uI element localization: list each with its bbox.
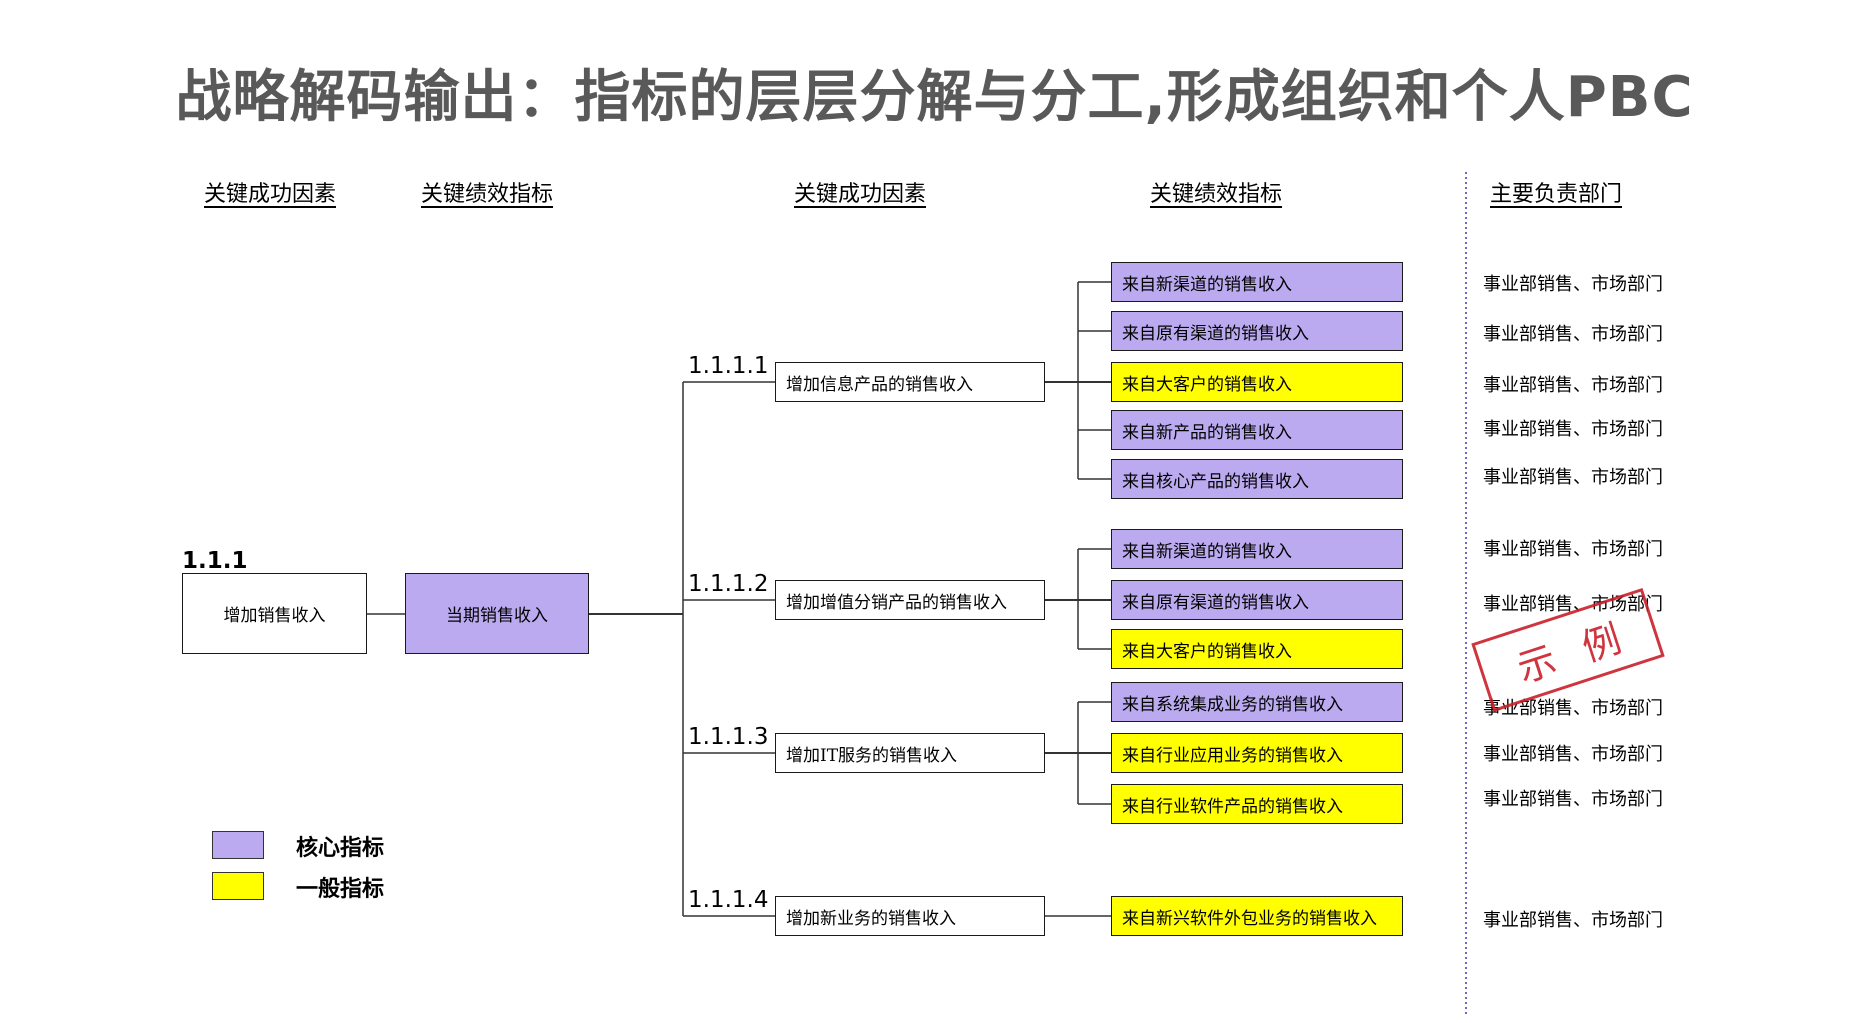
department-label: 事业部销售、市场部门 [1483,789,1663,810]
page-title: 战略解码输出：指标的层层分解与分工,形成组织和个人PBC [175,65,1694,130]
kpi-box: 来自系统集成业务的销售收入 [1111,682,1403,722]
column-header-department: 主要负责部门 [1490,182,1623,207]
kpi-box: 来自核心产品的销售收入 [1111,459,1403,499]
group-number: 1.1.1.3 [688,724,769,750]
legend-swatch-general [212,872,264,900]
department-label: 事业部销售、市场部门 [1483,467,1663,488]
column-header-kpi-2: 关键绩效指标 [1150,182,1283,207]
column-header-kpi-1: 关键绩效指标 [421,182,554,207]
kpi-box: 来自大客户的销售收入 [1111,629,1403,669]
kpi-box: 来自新产品的销售收入 [1111,410,1403,450]
kpi-box: 来自新渠道的销售收入 [1111,529,1403,569]
kpi-box: 来自行业软件产品的销售收入 [1111,784,1403,824]
department-label: 事业部销售、市场部门 [1483,419,1663,440]
kpi-box: 来自大客户的销售收入 [1111,362,1403,402]
kpi-box: 来自原有渠道的销售收入 [1111,580,1403,620]
legend-label-core: 核心指标 [296,835,385,861]
group-csf-box: 增加信息产品的销售收入 [775,362,1045,402]
kpi-box: 来自新渠道的销售收入 [1111,262,1403,302]
group-number: 1.1.1.1 [688,353,769,379]
group-number: 1.1.1.2 [688,571,769,597]
legend-swatch-core [212,831,264,859]
kpi-box: 来自新兴软件外包业务的销售收入 [1111,896,1403,936]
kpi-box: 来自原有渠道的销售收入 [1111,311,1403,351]
root-kpi-box: 当期销售收入 [405,573,589,654]
group-number: 1.1.1.4 [688,887,769,913]
department-label: 事业部销售、市场部门 [1483,324,1663,345]
department-label: 事业部销售、市场部门 [1483,375,1663,396]
legend-label-general: 一般指标 [296,876,385,902]
department-label: 事业部销售、市场部门 [1483,910,1663,931]
department-label: 事业部销售、市场部门 [1483,744,1663,765]
department-label: 事业部销售、市场部门 [1483,539,1663,560]
department-label: 事业部销售、市场部门 [1483,274,1663,295]
department-label: 事业部销售、市场部门 [1483,594,1663,615]
column-header-csf-1: 关键成功因素 [204,182,337,207]
group-csf-box: 增加新业务的销售收入 [775,896,1045,936]
root-csf-box: 增加销售收入 [182,573,367,654]
group-csf-box: 增加增值分销产品的销售收入 [775,580,1045,620]
root-number: 1.1.1 [182,548,248,574]
group-csf-box: 增加IT服务的销售收入 [775,733,1045,773]
kpi-box: 来自行业应用业务的销售收入 [1111,733,1403,773]
department-label: 事业部销售、市场部门 [1483,698,1663,719]
column-header-csf-2: 关键成功因素 [794,182,927,207]
